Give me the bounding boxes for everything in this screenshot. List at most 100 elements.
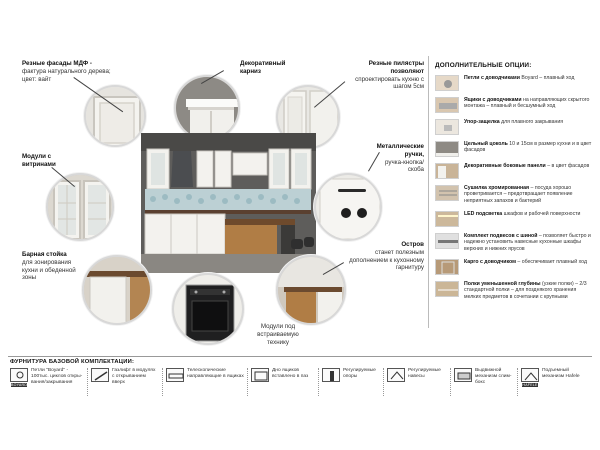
callout-cornice: Декоративный карниз (240, 60, 300, 76)
callout-facades-text: фактура натурального дерева; цвет: вайт (22, 67, 111, 83)
base-furniture: ФУРНИТУРА БАЗОВОЙ КОМПЛЕКТАЦИИ: BOYARD П… (8, 356, 592, 396)
furniture-text: Подъемный механизм Hafele (542, 368, 580, 379)
option-text: – посуда хорошо проветривается – предотв… (464, 185, 573, 204)
builtin-detail-circle (172, 273, 244, 345)
drawer-bottom-icon (251, 368, 269, 382)
callout-facades-title: Резные фасады МДФ - (22, 60, 92, 67)
hinge-icon (435, 75, 459, 91)
option-item: Цельный цоколь 10 и 15см в размер кухни … (435, 141, 593, 159)
furniture-item: Регулируемые навесы (387, 368, 451, 396)
telescopic-icon (166, 368, 184, 382)
furniture-item: Газлифт в модулях с открыванием вверх (91, 368, 163, 396)
hafele-icon: HAFELE (521, 368, 539, 387)
callout-bar: Барная стойка для зонирования кухни и об… (22, 251, 80, 282)
options-title: ДОПОЛНИТЕЛЬНЫЕ ОПЦИИ: (435, 62, 532, 69)
hanger-icon (435, 233, 459, 249)
furniture-item: Телескопические направляющие в ящиках (166, 368, 248, 396)
callout-vitrines: Модули с витринами (22, 153, 72, 169)
callout-handles-title: Металлические ручки, (376, 143, 424, 158)
option-text: – позволяет быстро и надежно установить … (464, 233, 591, 252)
furniture-badge: HAFELE (522, 383, 538, 387)
option-bold: Декоративные боковые панели (464, 163, 546, 169)
kitchen-render (141, 133, 316, 273)
option-bold: Комплект подвесов с шиной (464, 233, 538, 239)
handles-detail-circle (314, 173, 382, 241)
furniture-text: Телескопические направляющие в ящиках (187, 368, 244, 379)
option-bold: Упор-защелка (464, 119, 500, 125)
callout-island: Остров станет полезным дополнением к кух… (344, 241, 424, 272)
callout-builtin: Модули под встраиваемую технику (248, 323, 308, 346)
gaslift-icon (91, 368, 109, 382)
option-item: Полки уменьшенной глубины (узкие полки) … (435, 281, 593, 307)
cornice-detail-circle (174, 75, 240, 141)
adjustable-hanger-icon (387, 368, 405, 382)
option-item: LED подсветка шкафов и рабочей поверхнос… (435, 211, 593, 229)
dryer-icon (435, 185, 459, 201)
callout-handles: Металлические ручки, ручка-кнопка/ скоба (372, 143, 424, 174)
latch-icon (435, 119, 459, 135)
option-text: на направляющих скрытого монтажа – плавн… (464, 97, 590, 110)
boyard-hinge-icon: BOYARD (10, 368, 28, 387)
callout-handles-text: ручка-кнопка/ скоба (385, 158, 424, 174)
option-item: Комплект подвесов с шиной – позволяет бы… (435, 233, 593, 255)
callout-pilasters: Резные пилястры позволяют спроектировать… (344, 60, 424, 91)
shelf-icon (435, 281, 459, 297)
option-text: – обеспечивает плавный ход (515, 259, 587, 265)
option-bold: Ящики с доводчиками (464, 97, 522, 103)
additional-options: ДОПОЛНИТЕЛЬНЫЕ ОПЦИИ: Петли с доводчикам… (428, 56, 593, 328)
furniture-title: ФУРНИТУРА БАЗОВОЙ КОМПЛЕКТАЦИИ: (10, 359, 135, 365)
option-text: шкафов и рабочей поверхности (502, 211, 581, 217)
furniture-item: HAFELE Подъемный механизм Hafele (521, 368, 583, 396)
furniture-text: Петли "Boyard" - 100тыс. циклов откры-ва… (31, 368, 83, 385)
furniture-list: BOYARD Петли "Boyard" - 100тыс. циклов о… (10, 368, 592, 396)
option-bold: Петли с доводчиками (464, 75, 520, 81)
bar-detail-circle (82, 255, 152, 325)
slimbox-icon (454, 368, 472, 382)
callout-pilasters-text: спроектировать кухню с шагом 5см (355, 75, 424, 91)
facade-detail-circle (84, 85, 146, 147)
option-bold: Карго с доводчиком (464, 259, 516, 265)
led-icon (435, 211, 459, 227)
furniture-text: Регулируемые навесы (408, 368, 441, 379)
callout-cornice-title: Декоративный карниз (240, 60, 286, 75)
drawer-icon (435, 97, 459, 113)
furniture-item: Дно ящиков вставлено в паз (251, 368, 319, 396)
callout-bar-text: для зонирования кухни и обеденной зоны (22, 258, 76, 282)
furniture-item: BOYARD Петли "Boyard" - 100тыс. циклов о… (10, 368, 88, 396)
option-item: Карго с доводчиком – обеспечивает плавны… (435, 259, 593, 277)
option-bold: Полки уменьшенной глубины (464, 281, 541, 287)
option-text: для плавного закрывания (499, 119, 564, 125)
panel-icon (435, 163, 459, 179)
callout-pilasters-title: Резные пилястры позволяют (368, 60, 424, 75)
callout-bar-title: Барная стойка (22, 251, 67, 258)
option-text: Boyard – плавный ход (519, 75, 575, 81)
furniture-text: Регулируемые опоры (343, 368, 376, 379)
callout-vitrines-title: Модули с витринами (22, 153, 56, 168)
furniture-text: Выдвижной механизм слим-бокс (475, 368, 512, 385)
option-bold: Цельный цоколь (464, 141, 508, 147)
option-item: Сушилка хромированная – посуда хорошо пр… (435, 185, 593, 207)
vitrine-detail-circle (46, 173, 114, 241)
callout-island-text: станет полезным дополнением к кухонному … (349, 248, 424, 272)
option-item: Упор-защелка для плавного закрывания (435, 119, 593, 137)
callout-facades: Резные фасады МДФ - фактура натурального… (22, 60, 112, 83)
option-text: 10 и 15см в размер кухни и в цвет фасадо… (464, 141, 592, 154)
plinth-icon (435, 141, 459, 157)
furniture-badge: BOYARD (11, 383, 28, 387)
furniture-text: Газлифт в модулях с открыванием вверх (112, 368, 156, 385)
option-bold: LED подсветка (464, 211, 503, 217)
option-bold: Сушилка хромированная (464, 185, 530, 191)
option-item: Ящики с доводчиками на направляющих скры… (435, 97, 593, 115)
furniture-item: Регулируемые опоры (322, 368, 384, 396)
features-area: Резные фасады МДФ - фактура натурального… (14, 55, 424, 355)
option-text: (узкие полки) – 2/3 стандартной полки – … (464, 281, 587, 300)
cargo-icon (435, 259, 459, 275)
option-item: Декоративные боковые панели – в цвет фас… (435, 163, 593, 181)
callout-builtin-text: Модули под встраиваемую технику (257, 323, 299, 346)
option-text: – в цвет фасадов (545, 163, 590, 169)
option-item: Петли с доводчиками Boyard – плавный ход (435, 75, 593, 93)
furniture-item: Выдвижной механизм слим-бокс (454, 368, 518, 396)
adjustable-feet-icon (322, 368, 340, 382)
furniture-text: Дно ящиков вставлено в паз (272, 368, 309, 379)
